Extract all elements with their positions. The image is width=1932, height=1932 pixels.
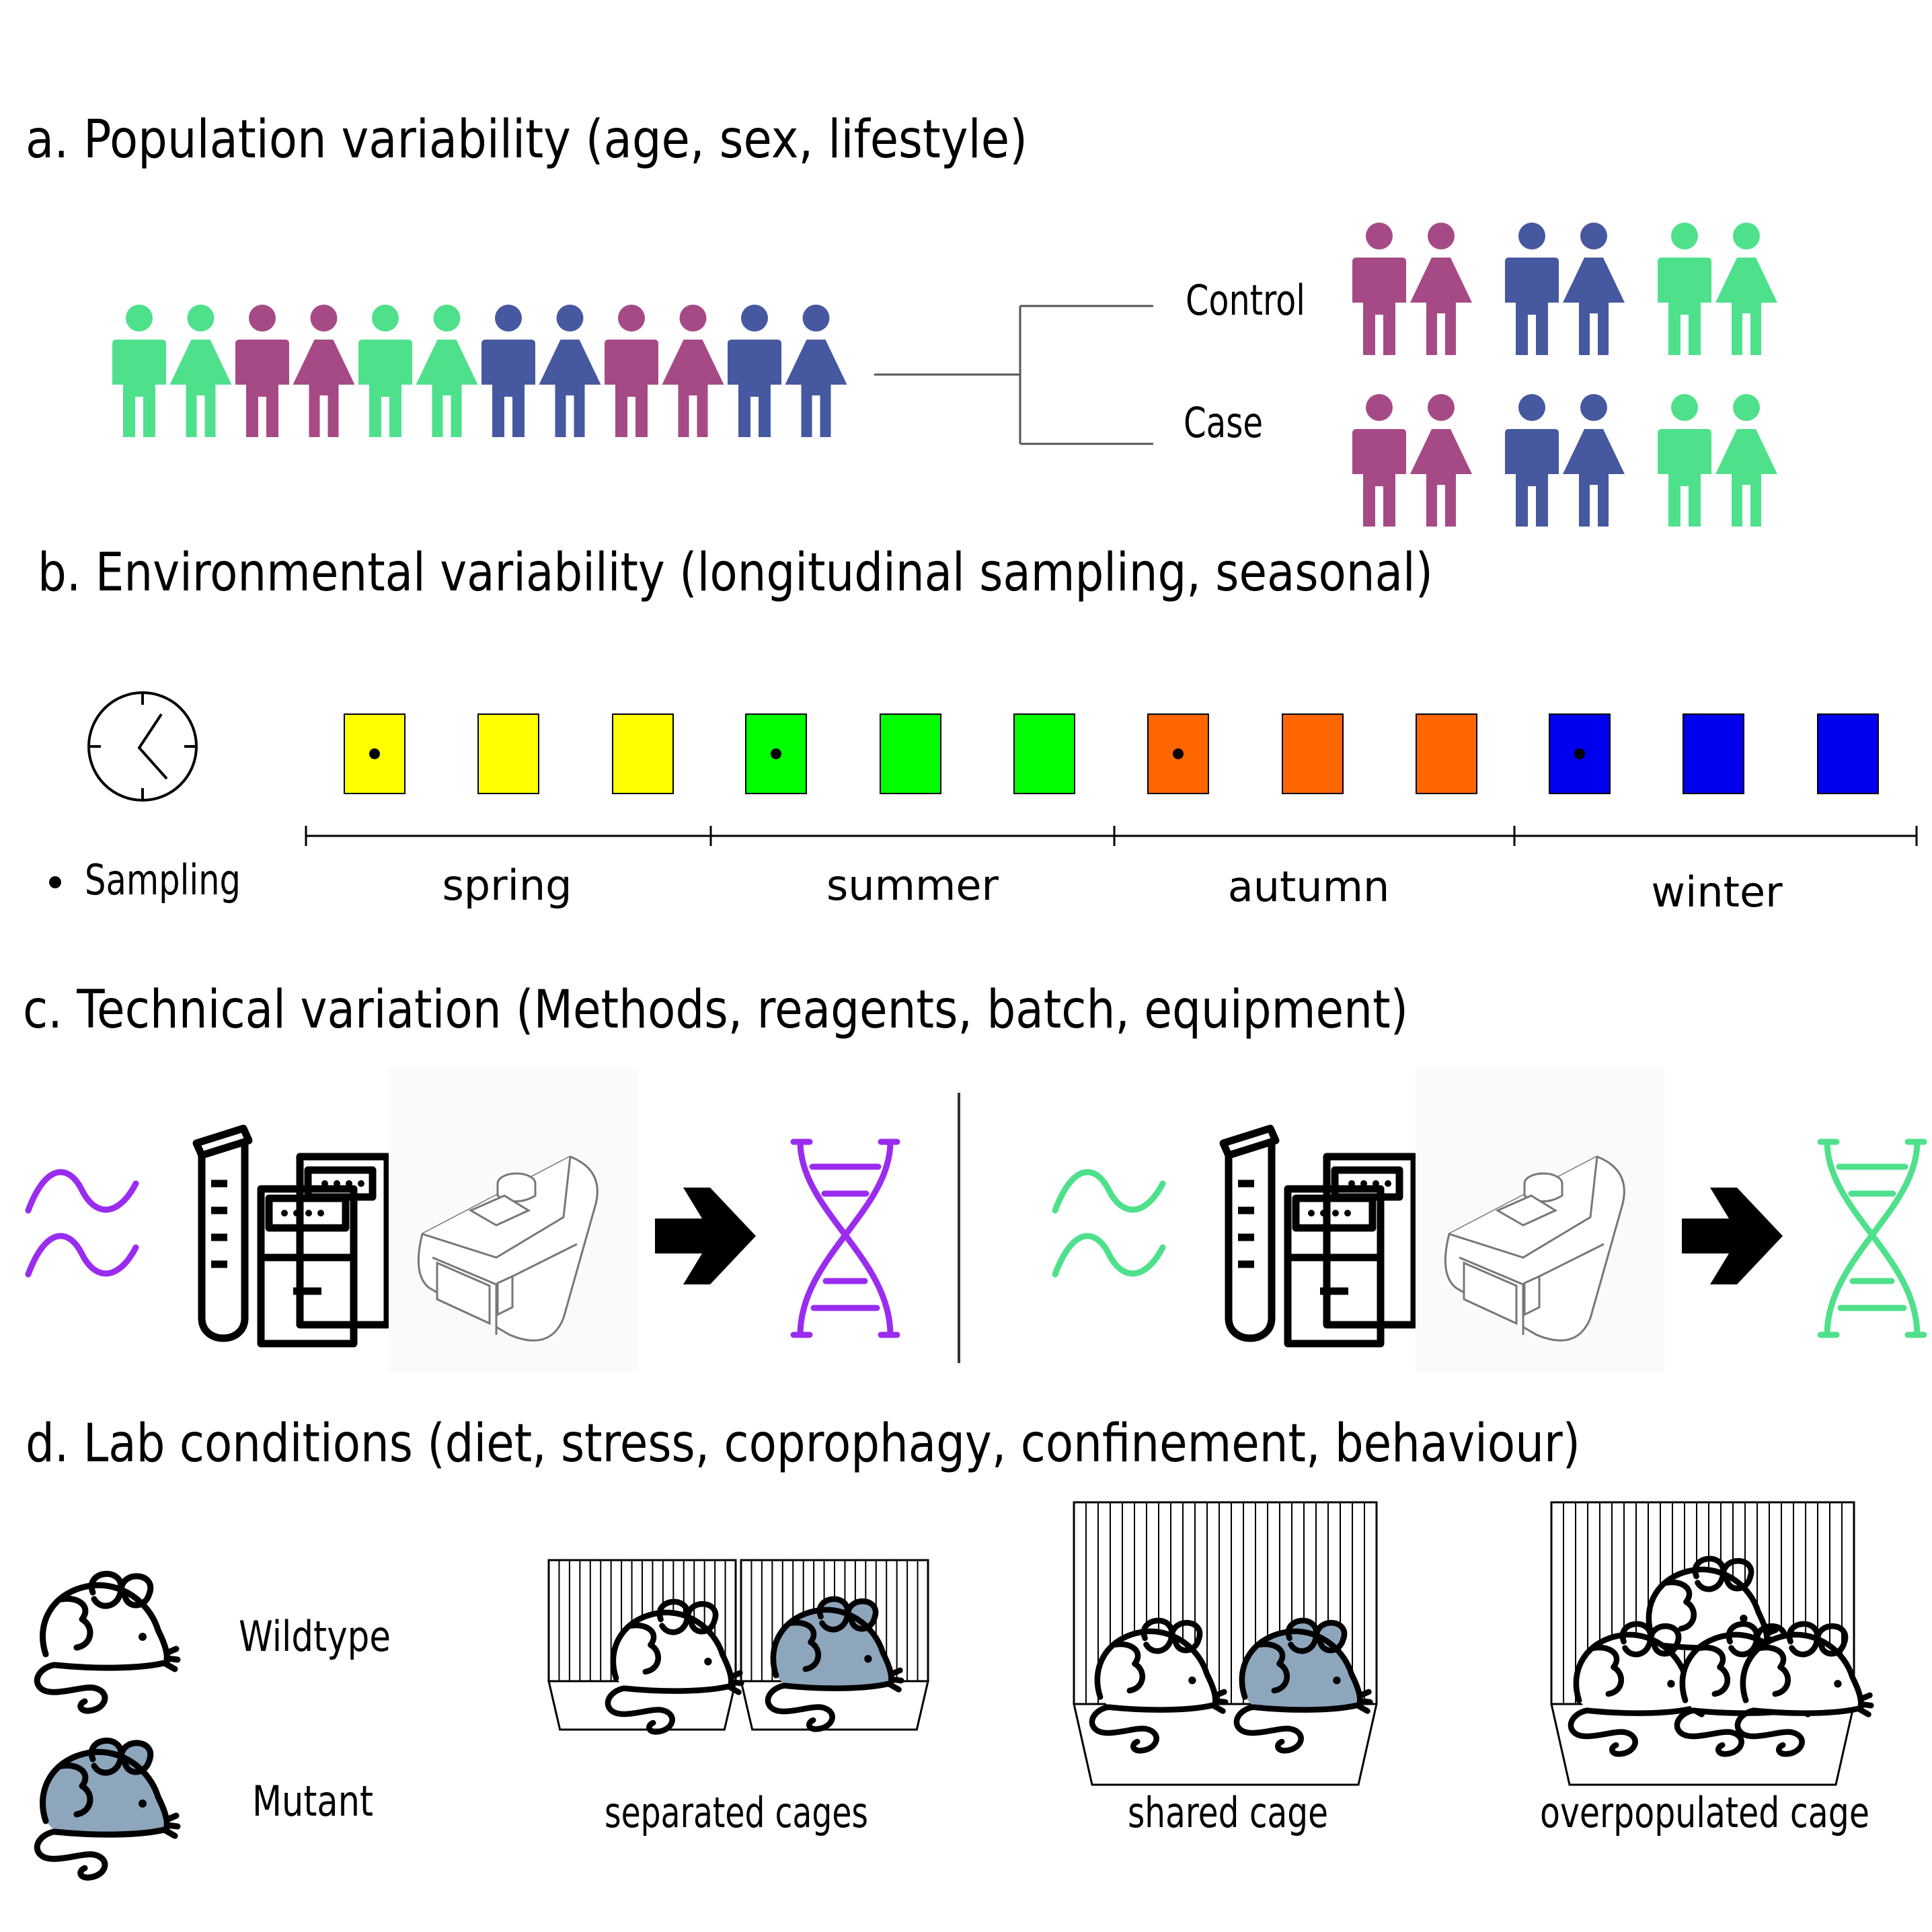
section-c-title: c. Technical variation (Methods, reagent… [23,980,1408,1040]
female-person-icon [169,305,232,437]
wildtype-label: Wildtype [239,1612,391,1661]
wave-icon [1052,1169,1166,1278]
thermocycler-icon [389,1069,637,1372]
workflow-left [25,1069,900,1372]
arrow-right-icon [1682,1188,1783,1284]
male-person-icon [1352,394,1406,527]
section-b-title: b. Environmental variability (longitudin… [38,543,1433,603]
male-person-icon [358,305,412,437]
male-person-icon [1505,394,1559,527]
season-label-summer: summer [826,861,999,910]
workflow-right [1052,1069,1927,1372]
sampling-point-dot [1574,748,1585,759]
male-person-icon [1352,223,1406,355]
season-box-winter [1683,713,1744,794]
female-person-icon [293,305,355,437]
season-box-winter [1549,713,1611,794]
population-icons [112,305,847,437]
female-person-icon [1563,223,1625,355]
female-person-icon [1410,394,1472,527]
mutant-label: Mutant [252,1777,373,1826]
male-person-icon [481,305,535,437]
reagents-tube-icon [1219,1124,1432,1348]
season-box-summer [1013,713,1075,794]
mutant-mouse-icon [765,1596,904,1732]
wildtype-mouse-icon [1089,1617,1229,1754]
arrow-right-icon [655,1188,756,1284]
season-box-autumn [1416,713,1477,794]
wildtype-mouse-icon [1734,1621,1874,1757]
season-box-spring [612,713,674,794]
thermocycler-icon [1416,1069,1664,1372]
female-person-icon [1715,223,1777,355]
separated-cages-label: separated cages [605,1788,868,1837]
control-label: Control [1186,276,1305,325]
sampling-legend-label: Sampling [85,855,241,904]
wave-icon [25,1169,139,1278]
season-box-summer [880,713,941,794]
female-person-icon [1563,394,1625,527]
season-label-winter: winter [1651,867,1783,917]
season-box-winter [1817,713,1879,794]
split-bracket [874,305,1153,445]
timeline-axis [305,826,1918,846]
season-box-autumn [1282,713,1344,794]
female-person-icon [1715,394,1777,527]
reagents-tube-icon [192,1124,405,1348]
male-person-icon [605,305,658,437]
female-person-icon [662,305,724,437]
overpopulated-cage-label: overpopulated cage [1540,1788,1869,1837]
male-person-icon [1505,223,1559,355]
dna-icon [1817,1138,1927,1338]
female-person-icon [785,305,847,437]
wildtype-mouse-icon [34,1570,181,1714]
season-timeline [344,713,1879,794]
male-person-icon [1658,394,1711,527]
mutant-mouse-icon [1233,1617,1373,1754]
section-d-title: d. Lab conditions (diet, stress, coproph… [26,1414,1580,1474]
clock-icon [87,691,198,802]
sampling-point-dot [1173,748,1184,759]
male-person-icon [112,305,166,437]
dna-icon [790,1138,900,1338]
female-person-icon [539,305,601,437]
season-box-spring [477,713,539,794]
sampling-point-dot [771,748,781,759]
sampling-point-dot [369,748,380,759]
male-person-icon [728,305,781,437]
section-a-title: a. Population variability (age, sex, lif… [26,110,1028,170]
case-group-icons [1352,394,1777,527]
male-person-icon [235,305,289,437]
season-label-autumn: autumn [1228,862,1390,911]
female-person-icon [416,305,478,437]
mutant-mouse-icon [34,1737,181,1881]
control-group-icons [1352,223,1777,355]
male-person-icon [1658,223,1711,355]
wildtype-mouse-icon [605,1598,744,1735]
shared-cage-label: shared cage [1128,1788,1328,1837]
sampling-legend-dot [49,876,61,888]
mouse-legend [34,1570,181,1881]
season-label-spring: spring [442,861,572,910]
cages [547,1501,1874,1786]
female-person-icon [1410,223,1472,355]
case-label: Case [1184,398,1263,447]
